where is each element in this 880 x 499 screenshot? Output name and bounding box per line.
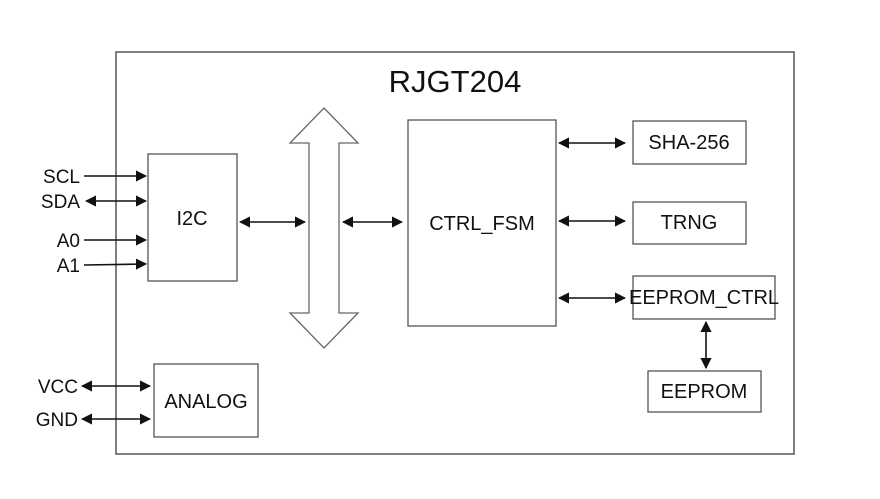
trng-label: TRNG <box>661 212 718 234</box>
eeprom-ctrl-block: EEPROM_CTRL <box>629 275 779 320</box>
eeprom-ctrl-label: EEPROM_CTRL <box>629 287 779 309</box>
ctrl-fsm-label: CTRL_FSM <box>429 213 535 235</box>
i2c-block: I2C <box>147 153 238 282</box>
internal-bus-arrow <box>288 107 360 349</box>
analog-block: ANALOG <box>153 363 259 438</box>
eeprom-block: EEPROM <box>647 370 762 413</box>
sha256-block: SHA-256 <box>632 120 747 165</box>
pin-label-sda: SDA <box>41 192 80 213</box>
sha256-label: SHA-256 <box>648 132 729 154</box>
i2c-label: I2C <box>176 208 207 230</box>
trng-block: TRNG <box>632 201 747 245</box>
pin-label-a1: A1 <box>57 256 80 277</box>
eeprom-label: EEPROM <box>661 381 748 403</box>
a1-arrow <box>83 258 148 270</box>
pin-label-gnd: GND <box>36 410 78 431</box>
pin-label-a0: A0 <box>57 231 80 252</box>
analog-label: ANALOG <box>164 391 247 413</box>
ctrl-fsm-block: CTRL_FSM <box>407 119 557 327</box>
pin-label-vcc: VCC <box>38 377 78 398</box>
chip-title: RJGT204 <box>389 64 522 99</box>
chip-boundary <box>115 51 795 455</box>
pin-label-scl: SCL <box>43 167 80 188</box>
